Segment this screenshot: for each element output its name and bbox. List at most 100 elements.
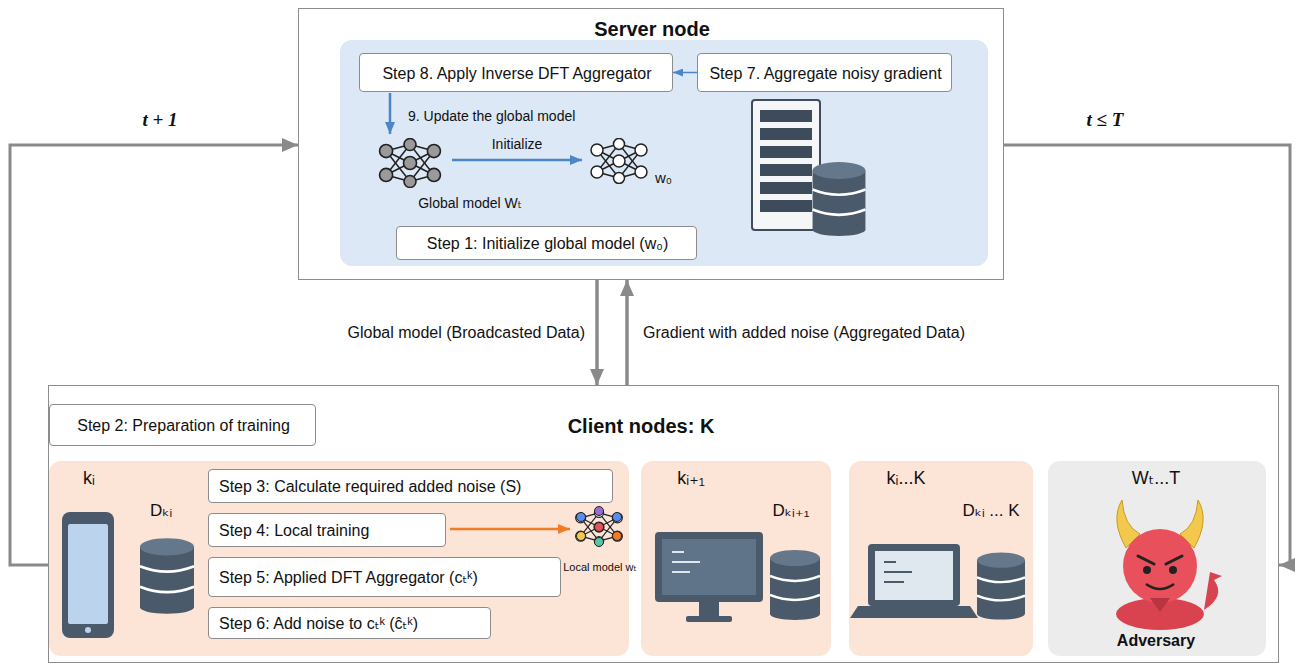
group-title: Client nodes: K [568,414,715,438]
adversary-icon [1143,566,1151,574]
server-icon [752,100,865,236]
edge-label-holder: Global model (Broadcasted Data) [348,323,585,342]
text-holder: Step 7. Aggregate noisy gradient [709,64,941,83]
node-label: Step 4: Local training [219,521,369,540]
node-label: Wₜ...T [1132,468,1180,490]
process-box: Step 8. Apply Inverse DFT Aggregator [359,53,673,92]
text-holder: Step 3: Calculate required added noise (… [219,477,521,496]
global-model-icon [380,139,441,188]
local-model-icon [577,532,586,541]
adversary-icon [1123,529,1197,603]
server-icon [813,162,866,236]
local-training-arrow [450,528,570,531]
label-holder: w₀ [655,169,672,187]
annotation-label: w₀ [655,169,672,187]
adversary-icon [1169,566,1177,574]
annotation-label: Initialize [492,136,543,153]
connector-arrow [673,72,697,74]
text-holder: Dₖᵢ ... K [962,501,1019,521]
text-holder: Step 5: Applied DFT Aggregator (cₜᵏ) [219,568,478,587]
text-holder: kᵢ...K [887,468,926,490]
node-label: Step 2: Preparation of training [77,416,290,435]
annotation-label: Global model Wₜ [418,195,522,212]
server-icon [760,110,812,122]
group-title: Server node [594,17,710,41]
connector-arrow [595,280,599,385]
label-holder: Initialize [492,135,543,153]
edge-label: t + 1 [142,109,177,132]
process-box: Step 3: Calculate required added noise (… [208,469,613,503]
server-icon [760,200,812,212]
local-model-icon [595,523,604,532]
phone-icon [62,512,114,638]
node-label: Dₖᵢ [150,501,172,521]
text-holder: Step 2: Preparation of training [77,416,290,435]
server-icon [760,146,812,158]
server-icon [760,164,812,176]
phone-icon [85,627,91,633]
edge-label-holder: t ≤ T [1087,109,1124,132]
local-model-icon [595,538,604,547]
node-label: Step 1: Initialize global model (w₀) [427,234,668,253]
adversary-icon [1146,584,1174,589]
text-holder: Client nodes: K [568,414,715,438]
process-box: Step 1: Initialize global model (w₀) [396,226,697,260]
node-label: Dₖᵢ₊₁ [773,501,810,521]
node-label: Step 3: Calculate required added noise (… [219,477,521,496]
edge-label: Gradient with added noise (Aggregated Da… [643,323,965,342]
process-box: Step 4: Local training [208,513,446,547]
desktop-icon [686,616,732,622]
node-label: Dₖᵢ ... K [962,501,1019,521]
text-holder: Dₖᵢ [150,501,172,521]
local-model-icon [577,513,586,522]
text-holder: kᵢ₊₁ [677,468,704,490]
phone-icon [62,512,114,638]
text-holder: Step 4: Local training [219,521,369,540]
process-box: Step 2: Preparation of training [49,404,316,446]
server-panel [340,40,988,266]
text-holder: Step 6: Add noise to cₜᵏ (ĉₜᵏ) [219,614,418,633]
node-label: kᵢ₊₁ [677,468,704,490]
connector-arrow [10,145,298,565]
adversary-icon [1116,598,1204,630]
local-model-icon [613,513,622,522]
database-icon [140,538,194,614]
process-box: Step 7. Aggregate noisy gradient [697,53,952,92]
adversary-icon [1204,572,1222,610]
text-holder: Server node [594,17,710,41]
process-box: Step 5: Applied DFT Aggregator (cₜᵏ) [208,557,561,597]
node-label: Step 7. Aggregate noisy gradient [709,64,941,83]
server-icon [760,182,812,194]
adversary-icon [1150,598,1170,612]
local-model-icon [613,532,622,541]
text-holder: Step 1: Initialize global model (w₀) [427,234,668,253]
connector-arrow [625,280,629,385]
node-label: Adversary [1117,631,1195,650]
update-arrow [389,93,392,134]
adversary-icon [1138,556,1182,564]
local-model-icon [576,507,623,547]
text-holder: kᵢ [83,468,95,490]
laptop-icon [850,606,978,618]
desktop-icon [655,532,763,602]
database-icon [977,552,1025,619]
text-holder: Adversary [1117,631,1195,650]
client-panel: kᵢDₖᵢ Step 3: Calculate required added no… [49,461,629,656]
laptop-icon [875,551,953,600]
group-box: Client nodes: K Step 2: Preparation of tr… [48,385,1279,663]
adversary-icon [1116,500,1222,630]
server-icon [760,128,812,140]
initial-model-icon [591,139,647,184]
text-holder: Dₖᵢ₊₁ [773,501,810,521]
label-holder: Local model wₜ [563,557,637,575]
text-holder: Wₜ...T [1132,468,1180,490]
edge-label-holder: Gradient with added noise (Aggregated Da… [643,323,965,342]
desktop-icon [699,602,719,616]
laptop-icon [884,562,912,582]
node-label: kᵢ...K [887,468,926,490]
edge-label-holder: t + 1 [142,109,177,132]
initialize-arrow [452,159,582,162]
laptop-icon [850,544,978,618]
process-box: Step 6: Add noise to cₜᵏ (ĉₜᵏ) [208,607,491,639]
